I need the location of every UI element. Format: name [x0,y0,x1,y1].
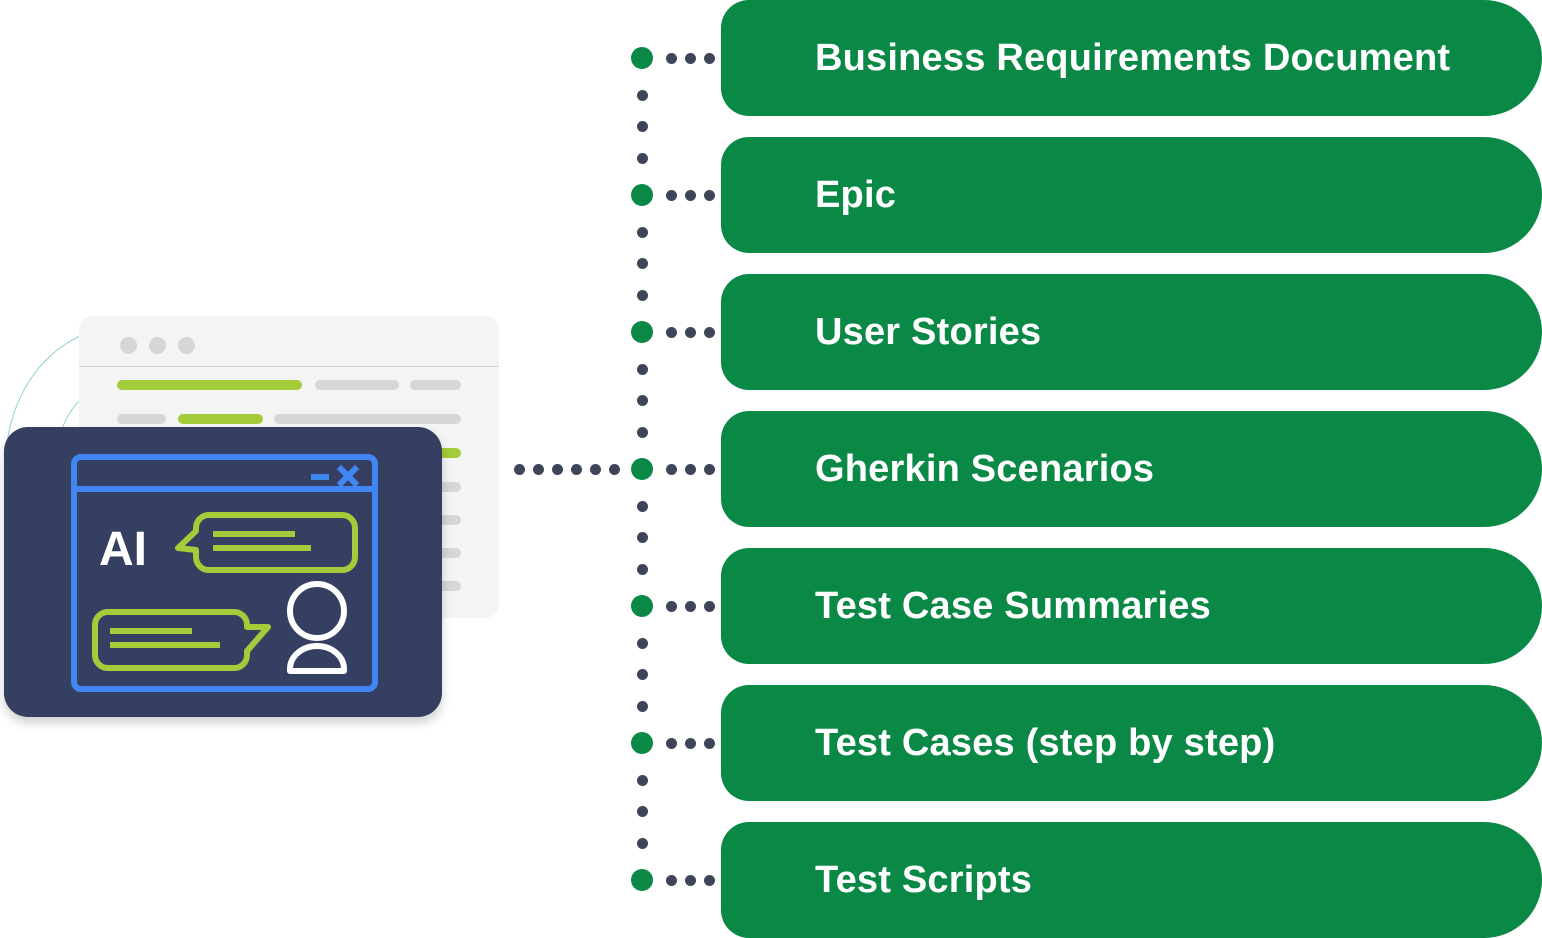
content-line [274,414,461,424]
output-pill-user-stories[interactable]: User Stories [721,274,1542,390]
output-pill-gherkin-scenarios[interactable]: Gherkin Scenarios [721,411,1542,527]
spine-dot [636,637,648,649]
output-pill-test-scripts[interactable]: Test Scripts [721,822,1542,938]
feed-dot [532,463,544,475]
branch-dot [703,463,715,475]
connector-node [631,47,653,69]
branch-dot [665,52,677,64]
window-control-dots [120,337,195,354]
feed-dot [589,463,601,475]
output-pill-business-requirements-document[interactable]: Business Requirements Document [721,0,1542,116]
spine-dot [636,500,648,512]
branch-dot [665,326,677,338]
ai-label: AI [99,523,147,576]
user-avatar-icon [287,581,347,674]
branch-dot [665,600,677,612]
spine-dot [636,700,648,712]
pill-label: Test Case Summaries [815,584,1211,627]
pill-label: Gherkin Scenarios [815,447,1155,490]
connector-node [631,595,653,617]
branch-dot [684,326,696,338]
user-speech-bubble-icon [92,609,271,671]
pill-label: Test Cases (step by step) [815,721,1276,764]
spine-dot [636,426,648,438]
branch-dot [665,463,677,475]
window-dot [149,337,166,354]
minimize-icon [311,474,329,480]
connector-node [631,732,653,754]
spine-dot [636,120,648,132]
output-pill-epic[interactable]: Epic [721,137,1542,253]
connector-node [631,321,653,343]
branch-dot [703,737,715,749]
connector-node [631,458,653,480]
feed-dot [570,463,582,475]
branch-dot [703,874,715,886]
spine-dot [636,837,648,849]
content-line [315,380,399,390]
feed-dot [608,463,620,475]
content-line [117,380,302,390]
branch-dot [684,52,696,64]
ai-chat-card: AI [4,427,442,717]
spine-dot [636,363,648,375]
spine-dot [636,257,648,269]
branch-dot [703,600,715,612]
pill-label: Test Scripts [815,858,1033,901]
output-pill-test-cases-step-by-step[interactable]: Test Cases (step by step) [721,685,1542,801]
content-line [178,414,263,424]
feed-dot [513,463,525,475]
branch-dot [665,737,677,749]
spine-dot [636,394,648,406]
spine-dot [636,774,648,786]
chat-window-frame [71,454,378,692]
spine-dot [636,531,648,543]
branch-dot [665,189,677,201]
spine-dot [636,563,648,575]
branch-dot [665,874,677,886]
pill-label: User Stories [815,310,1042,353]
ai-chat-illustration: AI [71,454,378,692]
connector-node [631,184,653,206]
window-dot [178,337,195,354]
pill-label: Business Requirements Document [815,36,1451,79]
branch-dot [684,737,696,749]
branch-dot [684,189,696,201]
spine-dot [636,89,648,101]
spine-dot [636,668,648,680]
spine-dot [636,152,648,164]
connector-node [631,869,653,891]
window-dot [120,337,137,354]
spine-dot [636,226,648,238]
output-pill-test-case-summaries[interactable]: Test Case Summaries [721,548,1542,664]
branch-dot [703,52,715,64]
feed-dot [551,463,563,475]
spine-dot [636,289,648,301]
pill-label: Epic [815,173,897,216]
branch-dot [703,189,715,201]
window-divider [79,366,499,367]
close-icon [336,464,360,488]
branch-dot [684,874,696,886]
branch-dot [684,600,696,612]
spine-dot [636,805,648,817]
branch-dot [703,326,715,338]
content-line [410,380,461,390]
branch-dot [684,463,696,475]
content-line [117,414,166,424]
ai-speech-bubble-icon [175,512,358,573]
